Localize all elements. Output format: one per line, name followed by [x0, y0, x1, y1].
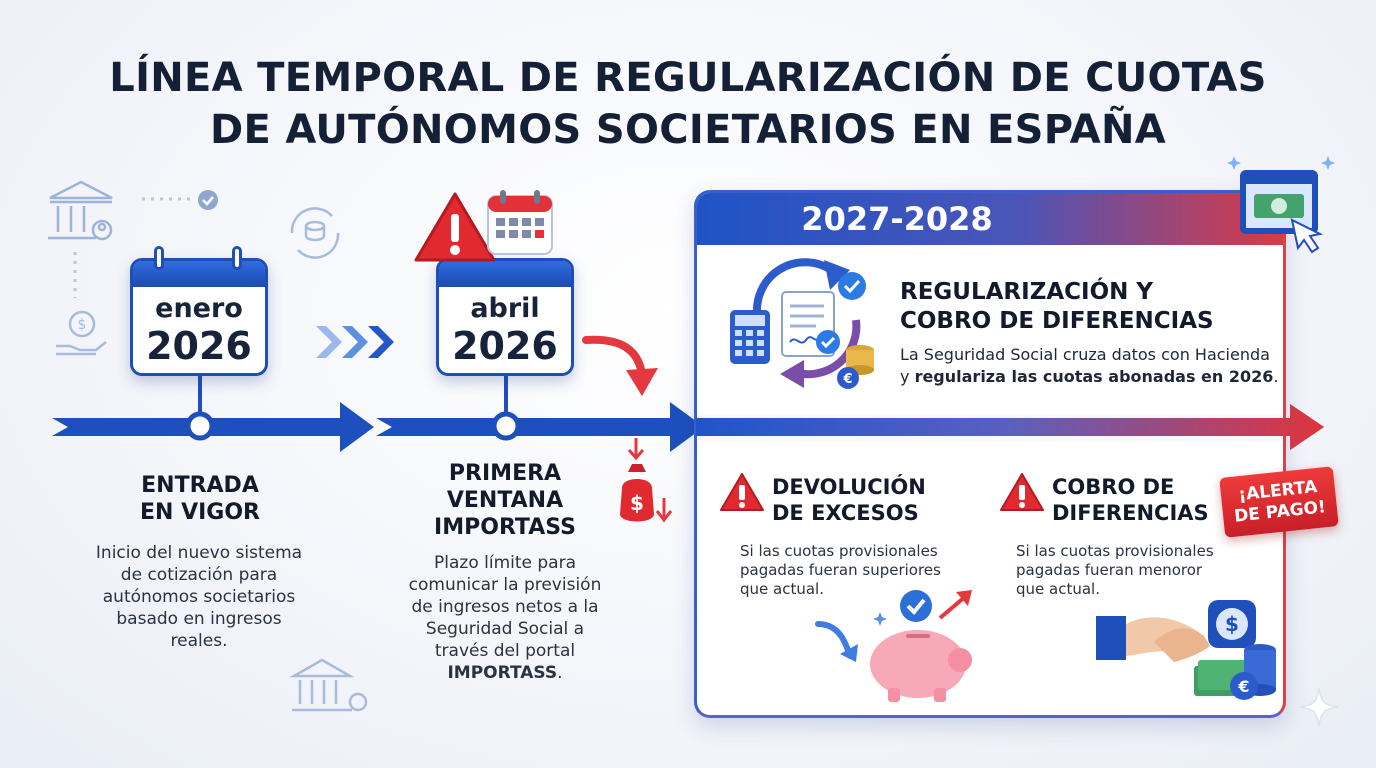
title-line: COBRO DE	[1052, 475, 1175, 499]
check-badge-icon	[198, 190, 218, 210]
dotted-connector-vertical	[73, 252, 77, 298]
desc-line: basado en ingresos	[116, 609, 282, 629]
title-line-1: LÍNEA TEMPORAL DE REGULARIZACIÓN DE CUOT…	[109, 55, 1267, 101]
desc-period: .	[557, 663, 563, 683]
page-title: LÍNEA TEMPORAL DE REGULARIZACIÓN DE CUOT…	[60, 52, 1316, 156]
text-line: pagadas fueran superiores	[740, 561, 941, 579]
milestone-heading-primera-ventana: PRIMERA VENTANA IMPORTASS	[392, 460, 618, 541]
panel-header	[697, 193, 1283, 245]
milestone-node-enero	[185, 404, 215, 441]
title-line: DIFERENCIAS	[1052, 501, 1209, 525]
text-line: La Seguridad Social cruza datos con Haci…	[900, 345, 1270, 364]
section-text-regularizacion: La Seguridad Social cruza datos con Haci…	[900, 344, 1282, 388]
money-bag-symbol: $	[630, 491, 644, 515]
bank-building-icon-bottom	[290, 658, 368, 712]
small-calendar-icon	[487, 190, 553, 255]
warning-icon-devolucion	[720, 473, 764, 511]
heading-line: PRIMERA	[448, 461, 562, 486]
title-line: REGULARIZACIÓN Y	[900, 279, 1154, 305]
calendar-ring	[232, 246, 242, 270]
desc-line-final: IMPORTASS.	[380, 662, 630, 684]
text-line: Si las cuotas provisionales	[740, 542, 938, 560]
milestone-description-abril: Plazo límite para comunicar la previsión…	[380, 552, 630, 684]
heading-line: EN VIGOR	[139, 500, 260, 525]
desc-line: comunicar la previsión	[408, 575, 602, 595]
calendar-stem-abril	[504, 376, 508, 406]
red-curved-arrow	[582, 335, 658, 396]
calendar-abril-2026: abril 2026	[436, 258, 574, 376]
hand-coin-icon: $	[56, 310, 107, 356]
refund-text: Si las cuotas provisionales pagadas fuer…	[740, 542, 980, 599]
calendar-month: abril	[470, 293, 540, 324]
text-end: .	[1273, 367, 1279, 386]
chevrons-forward-icon	[316, 326, 394, 358]
bank-building-icon	[48, 180, 113, 241]
title-line: DEVOLUCIÓN	[772, 475, 926, 499]
sparkle-icon	[1299, 687, 1339, 727]
calendar-header	[133, 261, 265, 287]
warning-triangle-icon	[414, 192, 496, 262]
charge-text: Si las cuotas provisionales pagadas fuer…	[1016, 542, 1256, 599]
title-line-2: DE AUTÓNOMOS SOCIETARIOS EN ESPAÑA	[209, 107, 1166, 153]
desc-line: Plazo límite para	[434, 553, 576, 573]
desc-line: Seguridad Social a	[425, 619, 585, 639]
dollar-symbol: $	[1225, 612, 1239, 636]
milestone-description-enero: Inicio del nuevo sistema de cotización p…	[70, 542, 328, 652]
calendar-enero-2026: enero 2026	[130, 258, 268, 376]
milestone-node-abril	[491, 404, 521, 441]
online-payment-icon	[1227, 156, 1335, 254]
calendar-ring	[154, 246, 164, 270]
piggy-bank-icon	[815, 590, 972, 702]
calendar-year: 2026	[452, 324, 558, 368]
desc-line: autónomos societarios	[102, 587, 296, 607]
warning-icon-cobro	[1000, 473, 1044, 511]
heading-line: VENTANA	[446, 488, 564, 513]
money-bag-icon: $	[620, 438, 673, 523]
desc-line: reales.	[170, 631, 228, 651]
text-line: que actual.	[740, 580, 824, 598]
text-start: y	[900, 367, 915, 386]
data-cycle-icon: €	[730, 258, 874, 389]
text-line: pagadas fueran menoror	[1016, 561, 1203, 579]
euro-symbol: €	[1237, 677, 1249, 696]
heading-line: IMPORTASS	[434, 515, 576, 540]
portal-name: IMPORTASS	[447, 663, 558, 683]
coin-refresh-icon	[290, 207, 340, 259]
desc-line: de cotización para	[120, 565, 278, 585]
panel-years: 2027-2028	[801, 200, 993, 238]
text-line: Si las cuotas provisionales	[1016, 542, 1214, 560]
timeline-arrow-panel	[696, 404, 1324, 450]
hand-coin-symbol: $	[78, 317, 87, 333]
charge-title: COBRO DE DIFERENCIAS	[1052, 474, 1232, 526]
euro-coin-symbol: €	[842, 372, 852, 387]
section-title-regularizacion: REGULARIZACIÓN Y COBRO DE DIFERENCIAS	[900, 278, 1280, 336]
desc-line: través del portal	[434, 641, 576, 661]
desc-line: Inicio del nuevo sistema	[95, 543, 303, 563]
milestone-heading-entrada-en-vigor: ENTRADA EN VIGOR	[80, 472, 320, 526]
calendar-month: enero	[155, 293, 243, 324]
handshake-money-icon: $ €	[1096, 600, 1276, 700]
dotted-connector	[142, 197, 192, 201]
payment-alert-badge: ¡ALERTA DE PAGO!	[1219, 466, 1339, 538]
calendar-header	[439, 261, 571, 287]
calendar-year: 2026	[146, 324, 252, 368]
title-line: DE EXCESOS	[772, 501, 919, 525]
title-line: COBRO DE DIFERENCIAS	[900, 308, 1214, 334]
desc-line: de ingresos netos a la	[411, 597, 599, 617]
refund-title: DEVOLUCIÓN DE EXCESOS	[772, 474, 972, 526]
calendar-stem-enero	[198, 376, 202, 406]
text-line: que actual.	[1016, 580, 1100, 598]
heading-line: ENTRADA	[141, 473, 259, 498]
text-bold: regulariza las cuotas abonadas en 2026	[914, 367, 1274, 386]
text-line-2: y regulariza las cuotas abonadas en 2026…	[900, 366, 1282, 388]
